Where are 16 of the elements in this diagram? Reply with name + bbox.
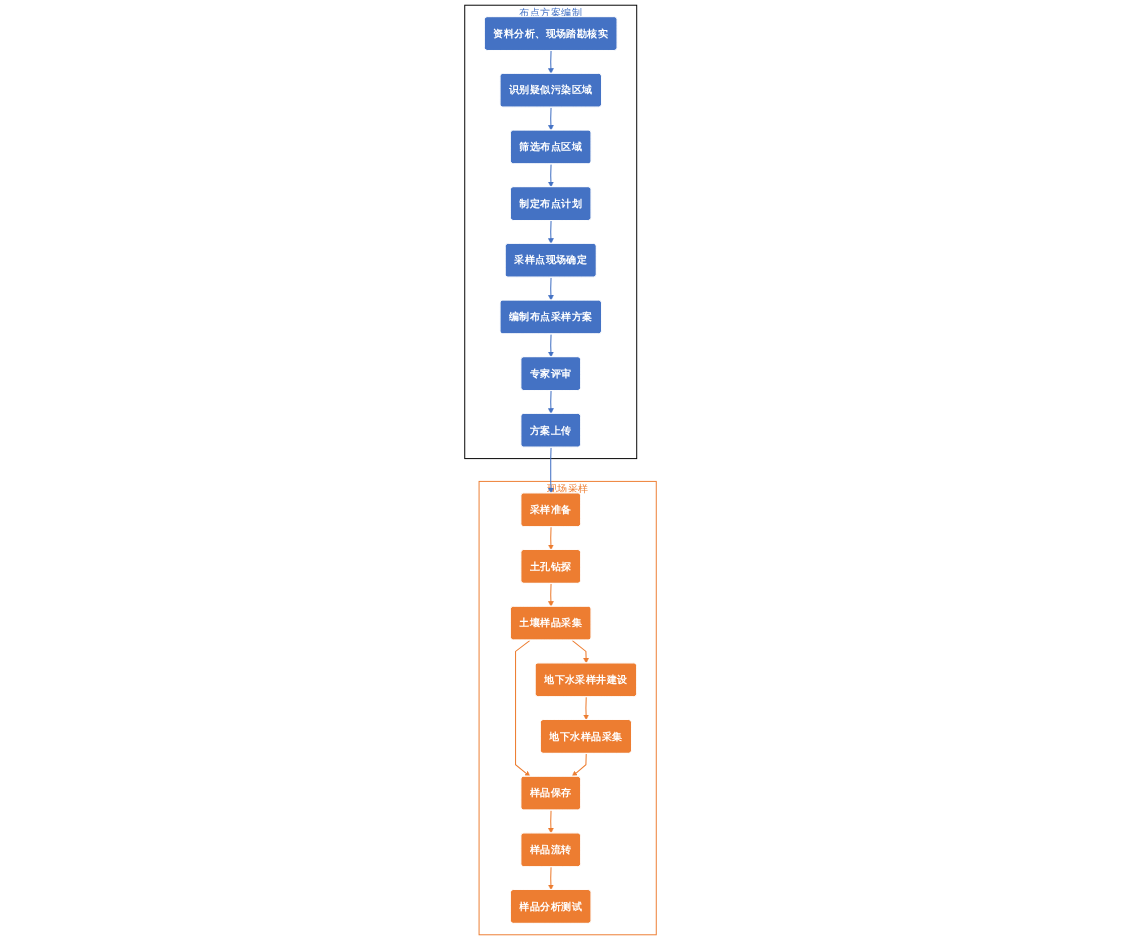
arrow [548,163,554,188]
arrow [571,639,589,664]
arrow [548,333,554,358]
arrow [548,447,554,494]
arrow [548,106,554,131]
arrow [548,809,554,834]
arrow [548,866,554,891]
arrow [548,390,554,414]
arrow [515,639,531,777]
arrow [548,277,554,301]
arrow [583,696,589,721]
arrow [548,526,554,551]
arrow [548,583,554,607]
arrow [571,753,587,777]
arrow [548,50,554,74]
arrow [548,220,554,244]
